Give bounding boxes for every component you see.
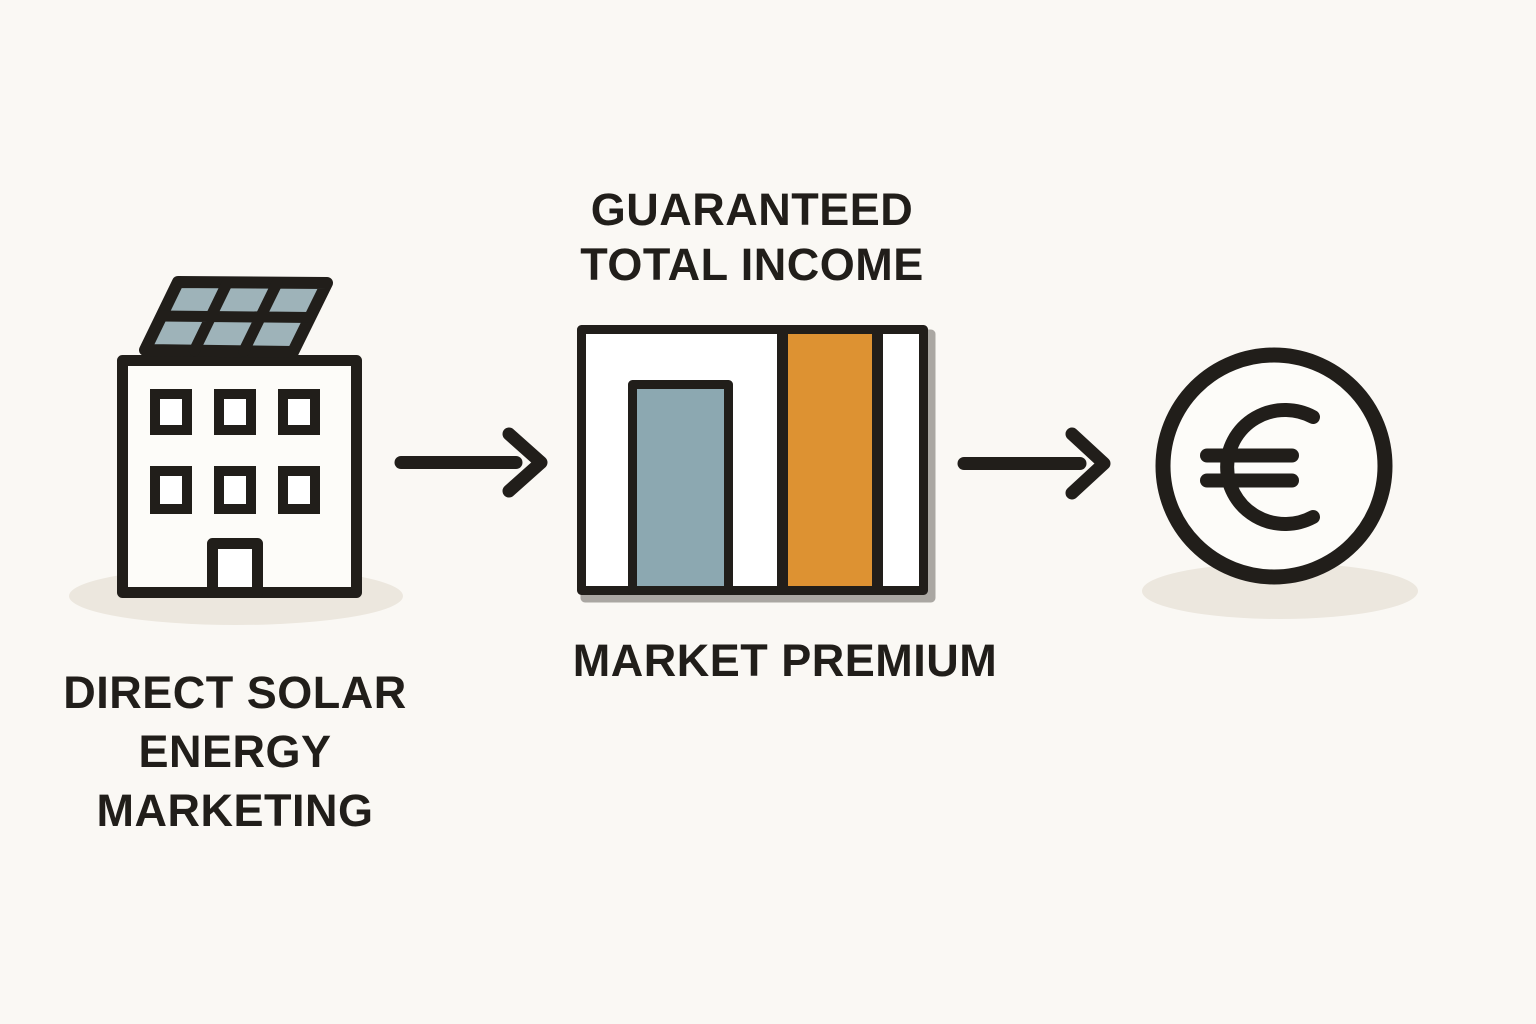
income-bar-box-icon [577,325,936,603]
building-window [278,466,320,514]
guaranteed-total-income-label: GUARANTEED TOTAL INCOME [580,184,924,290]
building-window [150,389,192,435]
arrow-right-icon [394,427,548,498]
solar-panel-icon [139,276,333,358]
building-window [278,389,320,435]
solar-building-icon [69,276,403,625]
coin-shadow [1142,563,1418,619]
guaranteed-income-bar [628,380,733,595]
direct-solar-energy-marketing-label: DIRECT SOLAR ENERGY MARKETING [63,667,407,836]
market-premium-label: MARKET PREMIUM [572,635,998,686]
building-window [150,466,192,514]
coin-circle [1155,347,1393,585]
market-premium-bar [788,334,872,586]
building-door [207,538,263,598]
building-window [214,466,256,514]
euro-sign [1200,403,1320,531]
building-window [214,389,256,435]
euro-coin-icon [1142,347,1418,619]
solar-panel-grid [156,276,316,357]
arrow-right-icon [957,427,1111,500]
